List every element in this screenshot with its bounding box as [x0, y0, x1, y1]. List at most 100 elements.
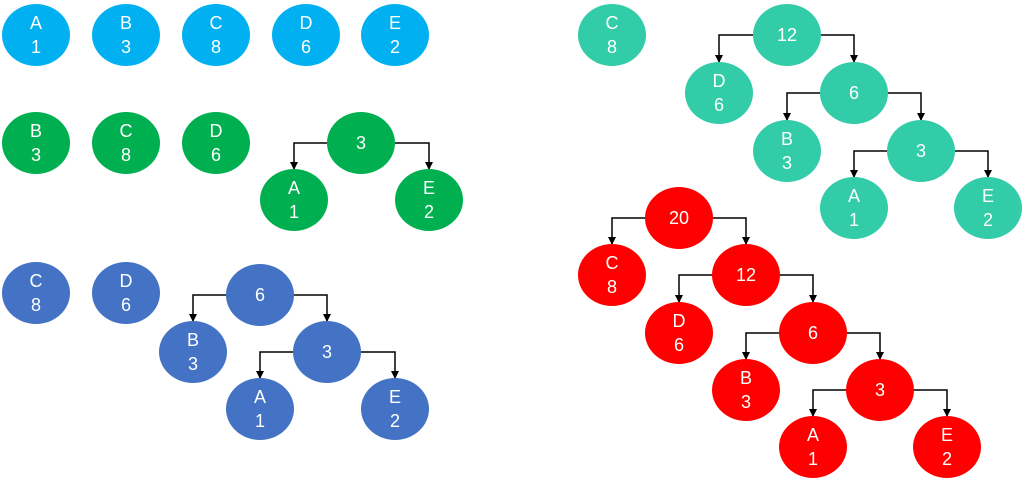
- node-letter: B: [781, 129, 793, 149]
- node-value: 2: [390, 37, 400, 57]
- node-value: 6: [808, 323, 818, 343]
- node-value: 6: [255, 285, 265, 305]
- node-value: 3: [875, 380, 885, 400]
- node-value: 3: [322, 342, 332, 362]
- node-value: 6: [121, 295, 131, 315]
- node-letter: E: [423, 178, 435, 198]
- node-ellipse: [92, 4, 160, 66]
- node-value: 12: [736, 265, 756, 285]
- edge-s4-3-to-s4-A: [850, 150, 887, 178]
- edges-layer: [189, 34, 992, 417]
- node-ellipse: [260, 169, 328, 231]
- edge-s4-12-to-s4-6: [821, 34, 858, 63]
- edge-s5-3-to-s5-A: [809, 389, 846, 417]
- node-s1-A: A1: [2, 4, 70, 66]
- node-ellipse: [92, 262, 160, 324]
- node-s4-E: E2: [954, 177, 1022, 239]
- node-letter: A: [288, 178, 300, 198]
- node-ellipse: [182, 112, 250, 174]
- node-s3-D: D6: [92, 262, 160, 324]
- edge-s2-3-to-s2-E: [395, 142, 433, 170]
- node-value: 8: [607, 37, 617, 57]
- node-value: 1: [255, 411, 265, 431]
- node-s5-20: 20: [645, 187, 713, 249]
- node-letter: A: [254, 387, 266, 407]
- node-value: 3: [916, 141, 926, 161]
- node-value: 1: [849, 210, 859, 230]
- node-value: 3: [741, 392, 751, 412]
- node-letter: B: [120, 13, 132, 33]
- edge-s4-3-to-s4-E: [955, 150, 992, 178]
- node-s4-3: 3: [887, 120, 955, 182]
- edge-s5-20-to-s5-C: [608, 217, 645, 245]
- node-s1-B: B3: [92, 4, 160, 66]
- node-letter: E: [389, 387, 401, 407]
- edge-s4-6-to-s4-B: [783, 92, 820, 121]
- node-letter: B: [740, 368, 752, 388]
- node-letter: D: [713, 71, 726, 91]
- node-s1-D: D6: [272, 4, 340, 66]
- node-s5-3: 3: [846, 359, 914, 421]
- node-letter: C: [606, 13, 619, 33]
- node-value: 2: [942, 449, 952, 469]
- node-s4-B: B3: [753, 120, 821, 182]
- node-value: 3: [782, 153, 792, 173]
- node-letter: E: [389, 13, 401, 33]
- edge-s4-6-to-s4-3: [888, 92, 925, 121]
- node-value: 6: [211, 145, 221, 165]
- node-s2-A: A1: [260, 169, 328, 231]
- node-ellipse: [954, 177, 1022, 239]
- node-s2-3: 3: [327, 112, 395, 174]
- node-ellipse: [645, 302, 713, 364]
- node-ellipse: [846, 359, 914, 421]
- edge-s5-3-to-s5-E: [914, 389, 951, 417]
- node-s3-C: C8: [2, 262, 70, 324]
- node-letter: D: [120, 271, 133, 291]
- node-value: 1: [808, 449, 818, 469]
- node-letter: D: [210, 121, 223, 141]
- edge-s5-6-to-s5-B: [742, 332, 779, 360]
- node-s3-B: B3: [159, 321, 227, 383]
- node-s5-B: B3: [712, 359, 780, 421]
- node-s1-E: E2: [361, 4, 429, 66]
- edge-s4-12-to-s4-D: [715, 34, 753, 63]
- node-letter: C: [606, 253, 619, 273]
- node-s1-C: C8: [182, 4, 250, 66]
- edge-s3-3-to-s3-A: [256, 351, 293, 379]
- node-value: 6: [674, 335, 684, 355]
- node-s3-3: 3: [293, 321, 361, 383]
- node-value: 8: [31, 295, 41, 315]
- node-value: 8: [121, 145, 131, 165]
- node-ellipse: [293, 321, 361, 383]
- node-letter: C: [210, 13, 223, 33]
- node-letter: D: [673, 311, 686, 331]
- node-value: 3: [356, 133, 366, 153]
- node-ellipse: [820, 177, 888, 239]
- node-letter: D: [300, 13, 313, 33]
- node-s4-C: C8: [578, 4, 646, 66]
- node-ellipse: [226, 264, 294, 326]
- node-s5-12: 12: [712, 244, 780, 306]
- node-ellipse: [685, 62, 753, 124]
- node-ellipse: [712, 359, 780, 421]
- node-ellipse: [913, 416, 981, 478]
- node-s4-A: A1: [820, 177, 888, 239]
- node-s5-D: D6: [645, 302, 713, 364]
- node-ellipse: [395, 169, 463, 231]
- node-ellipse: [779, 416, 847, 478]
- node-ellipse: [327, 112, 395, 174]
- node-ellipse: [645, 187, 713, 249]
- node-s2-E: E2: [395, 169, 463, 231]
- node-s3-A: A1: [226, 378, 294, 440]
- node-ellipse: [887, 120, 955, 182]
- node-ellipse: [820, 62, 888, 124]
- node-value: 1: [31, 37, 41, 57]
- node-value: 6: [714, 95, 724, 115]
- edge-s5-12-to-s5-D: [675, 274, 712, 303]
- node-value: 8: [607, 277, 617, 297]
- node-letter: B: [30, 121, 42, 141]
